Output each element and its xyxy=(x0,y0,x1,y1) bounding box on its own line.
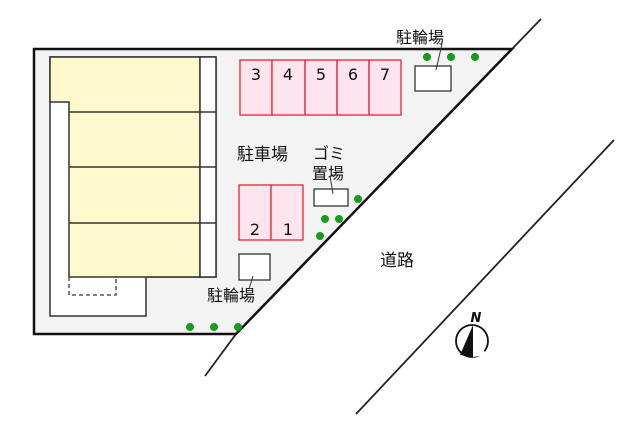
road-edge-right xyxy=(355,139,615,415)
road-edge-left-lower xyxy=(204,333,237,377)
leader-line xyxy=(248,275,254,290)
parking-space xyxy=(271,59,306,116)
parking-row-bottom xyxy=(238,184,304,241)
parking-number: 2 xyxy=(250,220,260,239)
parking-row-top xyxy=(239,59,402,116)
north-label: N xyxy=(471,311,482,326)
bicycle-parking-label-bottom: 駐輪場 xyxy=(207,286,255,305)
tree-icon xyxy=(321,215,329,223)
bicycle-parking-top xyxy=(414,65,452,92)
parking-number: 1 xyxy=(283,220,293,239)
leader-line xyxy=(435,43,443,71)
parking-number: 7 xyxy=(380,65,390,84)
garbage-label-line1: ゴミ xyxy=(313,144,345,163)
parking-label: 駐車場 xyxy=(237,145,288,165)
tree-icon xyxy=(423,53,431,61)
tree-icon xyxy=(471,53,479,61)
parking-number: 6 xyxy=(348,65,358,84)
tree-icon xyxy=(186,323,194,331)
tree-icon xyxy=(335,215,343,223)
bicycle-parking-bottom xyxy=(238,253,271,281)
tree-icon xyxy=(234,323,242,331)
road-label: 道路 xyxy=(380,251,414,271)
road-edge-left xyxy=(511,18,542,50)
parking-space xyxy=(304,59,338,116)
parking-number: 4 xyxy=(283,65,293,84)
parking-number: 5 xyxy=(316,65,326,84)
parking-space xyxy=(238,184,272,241)
parking-space xyxy=(270,184,304,241)
leader-line xyxy=(329,175,334,195)
tree-icon xyxy=(210,323,218,331)
tree-icon xyxy=(447,53,455,61)
parking-space xyxy=(336,59,370,116)
parking-number: 3 xyxy=(251,65,261,84)
north-arrow-icon: N xyxy=(455,311,489,358)
bicycle-parking-label-top: 駐輪場 xyxy=(396,28,444,47)
garbage-area xyxy=(313,188,349,207)
dashed-area xyxy=(68,276,117,296)
tree-icon xyxy=(354,195,362,203)
tree-icon xyxy=(316,232,324,240)
garbage-label-line2: 置場 xyxy=(312,164,344,183)
trees xyxy=(186,53,479,331)
parking-space xyxy=(368,59,402,116)
